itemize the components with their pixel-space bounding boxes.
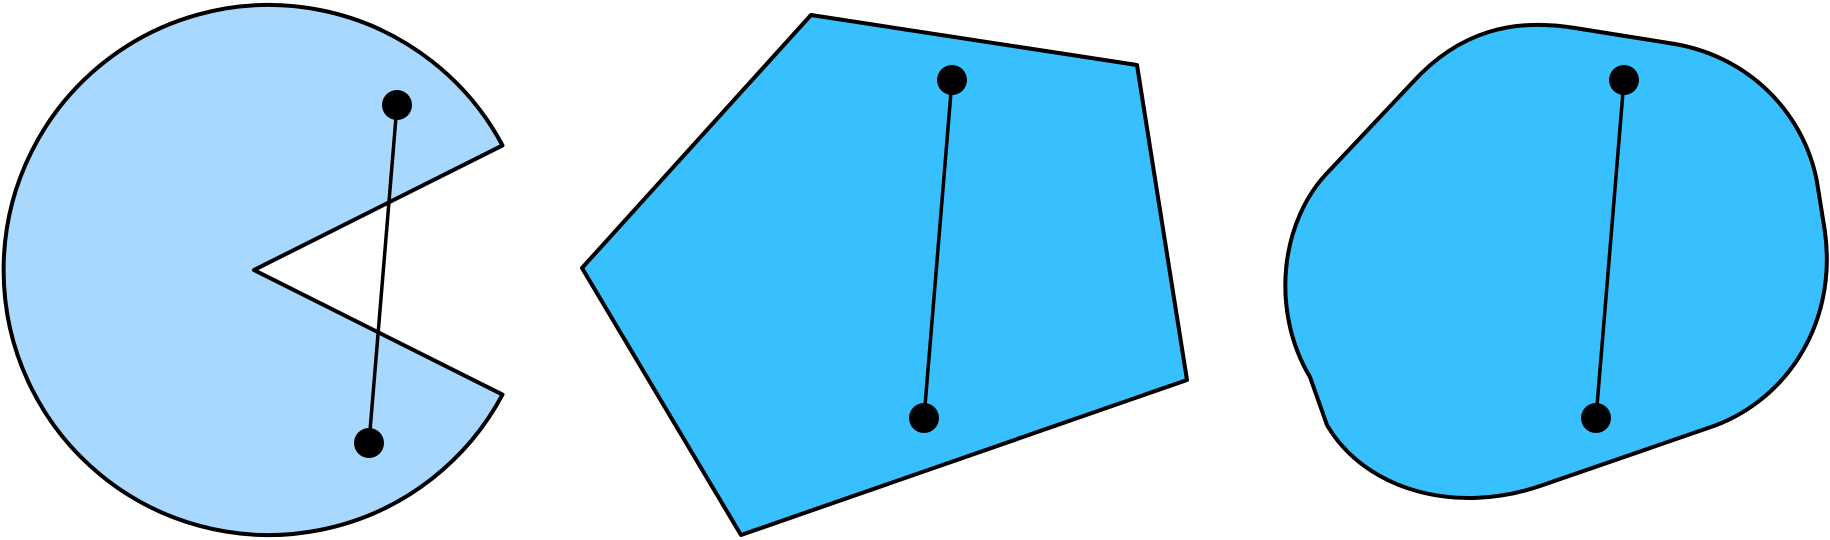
non-convex-sector-group [1, 3, 505, 537]
pentagon-segment-endpoint-top [937, 65, 967, 95]
pentagon-segment-endpoint-bottom [909, 403, 939, 433]
non-convex-sector-shape [1, 3, 505, 537]
pentagon-segment [922, 78, 954, 420]
rounded-shape-segment-endpoint-top [1609, 65, 1639, 95]
convex-pentagon-shape [580, 13, 1189, 537]
non-convex-segment-endpoint-top [382, 90, 412, 120]
rounded-shape-segment-endpoint-bottom [1581, 403, 1611, 433]
rounded-convex-shape [1283, 22, 1829, 500]
non-convex-segment-endpoint-bottom [354, 428, 384, 458]
non-convex-segment [367, 103, 399, 445]
rounded-shape-segment [1594, 78, 1626, 420]
convex-pentagon-group [580, 13, 1189, 537]
rounded-convex-group [1283, 22, 1829, 500]
